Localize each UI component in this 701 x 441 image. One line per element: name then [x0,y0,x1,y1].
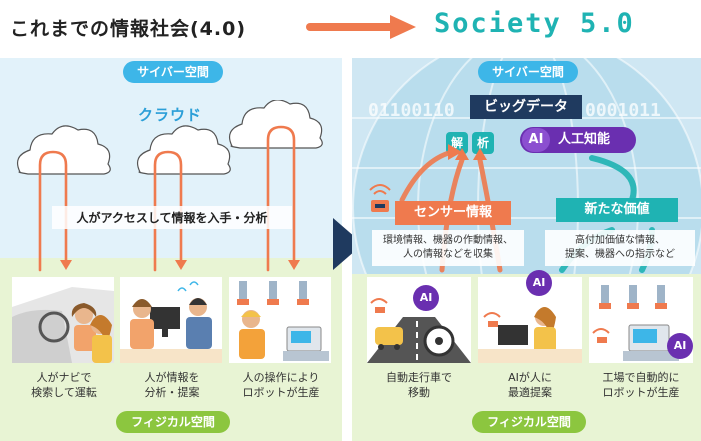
right-caption-3: 工場で自動的に ロボットが生産 [583,370,699,400]
sensor-desc-line1: 環境情報、機器の作動情報、 [383,235,513,246]
old-society-title: これまでの情報社会(4.0) [10,18,247,40]
right-caption-1-line2: 移動 [408,386,430,399]
society5-title: Society 5.0 [434,8,635,39]
access-text: 人がアクセスして情報を入手・分析 [52,206,292,229]
analysis-char-2: 析 [472,132,494,154]
right-caption-1-line1: 自動走行車で [386,371,452,384]
left-panel-analysis [120,277,222,363]
car-navigation-illustration [12,277,114,363]
left-caption-1-line1: 人がナビで [36,371,92,384]
ai-badge-car: AI [413,285,439,311]
left-physical-label: フィジカル空間 [116,411,230,433]
sensor-label: センサー情報 [395,201,511,225]
right-physical-label: フィジカル空間 [472,411,586,433]
chevron-right-icon [333,218,363,270]
ai-badge-factory: AI [667,333,693,359]
right-caption-3-line2: ロボットが生産 [602,386,680,399]
binary-stream-1: 01100110 [368,100,455,121]
new-value-desc: 高付加価値な情報、 提案、機器への指示など [545,230,695,266]
sensor-desc: 環境情報、機器の作動情報、 人の情報などを収集 [372,230,524,266]
sensor-desc-line2: 人の情報などを収集 [403,249,493,260]
ai-badge: AI [522,128,550,152]
left-caption-2: 人が情報を 分析・提案 [114,370,230,400]
cloud-label: クラウド [138,106,203,124]
bigdata-label: ビッグデータ [470,95,582,119]
office-workers-illustration [120,277,222,363]
binary-stream-2: 0001011 [585,100,661,121]
left-caption-3: 人の操作により ロボットが生産 [222,370,340,400]
sensor-device-icon [369,184,391,212]
ai-label: 人工知能 [558,132,611,147]
right-caption-3-line1: 工場で自動的に [602,371,680,384]
new-value-desc-line1: 高付加価値な情報、 [575,235,665,246]
right-caption-2-line2: 最適提案 [508,386,552,399]
right-caption-1: 自動走行車で 移動 [361,370,477,400]
new-value-label: 新たな価値 [556,198,678,222]
new-value-desc-line2: 提案、機器への指示など [565,249,675,260]
left-cyber-label: サイバー空間 [123,61,223,83]
left-caption-3-line2: ロボットが生産 [242,386,320,399]
autonomous-car-illustration [367,277,471,363]
transition-arrow-icon [306,15,416,39]
left-caption-2-line2: 分析・提案 [144,386,200,399]
right-caption-2: AIが人に 最適提案 [472,370,588,400]
ai-badge-proposal: AI [526,270,552,296]
cloud-arrows-graphic [17,100,323,272]
left-panel-navi [12,277,114,363]
factory-robot-illustration [229,277,331,363]
left-caption-2-line1: 人が情報を [144,371,200,384]
left-caption-1-line2: 検索して運転 [31,386,97,399]
right-caption-2-line1: AIが人に [508,371,552,384]
ai-box: AI 人工知能 [520,127,636,153]
left-caption-1: 人がナビで 検索して運転 [6,370,122,400]
right-cyber-label: サイバー空間 [478,61,578,83]
left-panel-robot [229,277,331,363]
left-caption-3-line1: 人の操作により [242,371,320,384]
smart-factory-illustration [589,277,693,363]
